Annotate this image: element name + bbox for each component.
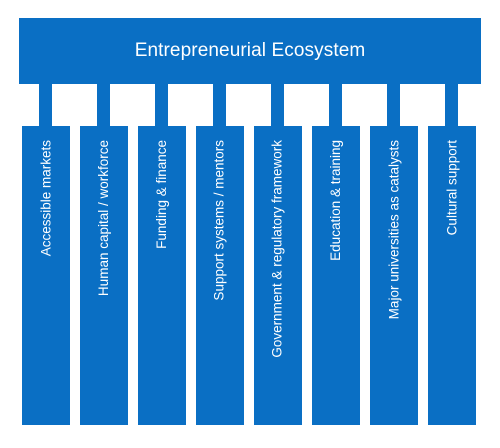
pillar-major-universities: Major universities as catalysts <box>370 126 418 425</box>
pillar-cultural-support: Cultural support <box>428 126 476 425</box>
pillar-support-systems: Support systems / mentors <box>196 126 244 425</box>
pillar-education-training: Education & training <box>312 126 360 425</box>
connector-2 <box>97 84 110 126</box>
connector-6 <box>329 84 342 126</box>
ecosystem-header: Entrepreneurial Ecosystem <box>19 18 481 84</box>
connector-4 <box>213 84 226 126</box>
pillar-label: Government & regulatory framework <box>270 140 285 358</box>
pillar-label: Support systems / mentors <box>212 140 227 301</box>
pillar-label: Accessible markets <box>38 140 53 257</box>
connector-7 <box>387 84 400 126</box>
connector-5 <box>271 84 284 126</box>
ecosystem-title: Entrepreneurial Ecosystem <box>134 40 366 61</box>
connector-8 <box>445 84 458 126</box>
pillar-label: Human capital / workforce <box>96 140 111 297</box>
pillar-label: Cultural support <box>444 140 459 236</box>
pillar-label: Education & training <box>328 140 343 261</box>
connector-3 <box>155 84 168 126</box>
connector-1 <box>39 84 52 126</box>
pillar-funding-finance: Funding & finance <box>138 126 186 425</box>
pillar-human-capital: Human capital / workforce <box>80 126 128 425</box>
pillar-label: Major universities as catalysts <box>386 140 401 320</box>
pillar-government-regulatory: Government & regulatory framework <box>254 126 302 425</box>
pillar-label: Funding & finance <box>154 140 169 249</box>
pillar-accessible-markets: Accessible markets <box>22 126 70 425</box>
